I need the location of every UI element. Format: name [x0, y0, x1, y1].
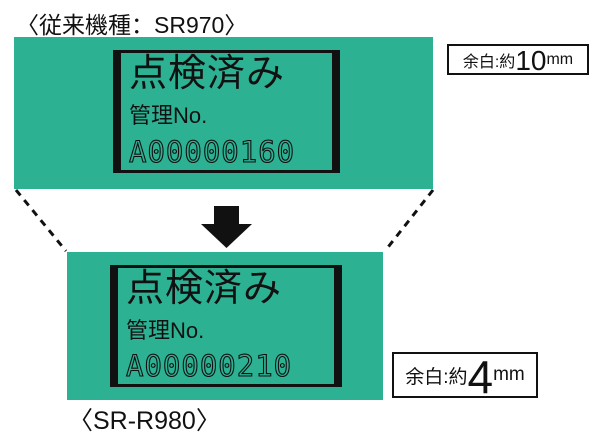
- inspection-title-sr970: 点検済み: [129, 53, 286, 95]
- printed-frame-sr970: 点検済み 管理No. A00000160: [113, 50, 340, 173]
- inspection-title-srr980: 点検済み: [126, 268, 283, 310]
- dashed-guide-left: [14, 189, 68, 252]
- margin-note-prefix-sr970: 余白:約: [462, 53, 516, 71]
- serial-number-sr970: A00000160: [128, 134, 296, 169]
- margin-note-unit-sr970: mm: [546, 50, 574, 68]
- serial-number-srr980: A00000210: [125, 348, 293, 383]
- control-number-label-srr980: 管理No.: [126, 317, 205, 343]
- margin-note-value-srr980: 4: [467, 351, 494, 403]
- margin-note-unit-srr980: mm: [493, 364, 525, 385]
- tape-sample-sr970: 点検済み 管理No. A00000160: [14, 37, 433, 189]
- dashed-guide-right: [383, 189, 435, 252]
- margin-note-prefix-srr980: 余白:約: [405, 366, 468, 388]
- down-arrow-icon: [201, 206, 252, 248]
- control-number-label-sr970: 管理No.: [129, 103, 208, 129]
- tape-sample-srr980: 点検済み 管理No. A00000210: [67, 252, 383, 400]
- margin-note-value-sr970: 10: [515, 44, 547, 76]
- new-model-caption: 〈SR-R980〉: [68, 407, 221, 435]
- previous-model-caption: 〈従来機種：SR970〉: [16, 12, 248, 38]
- printed-frame-srr980: 点検済み 管理No. A00000210: [110, 265, 342, 387]
